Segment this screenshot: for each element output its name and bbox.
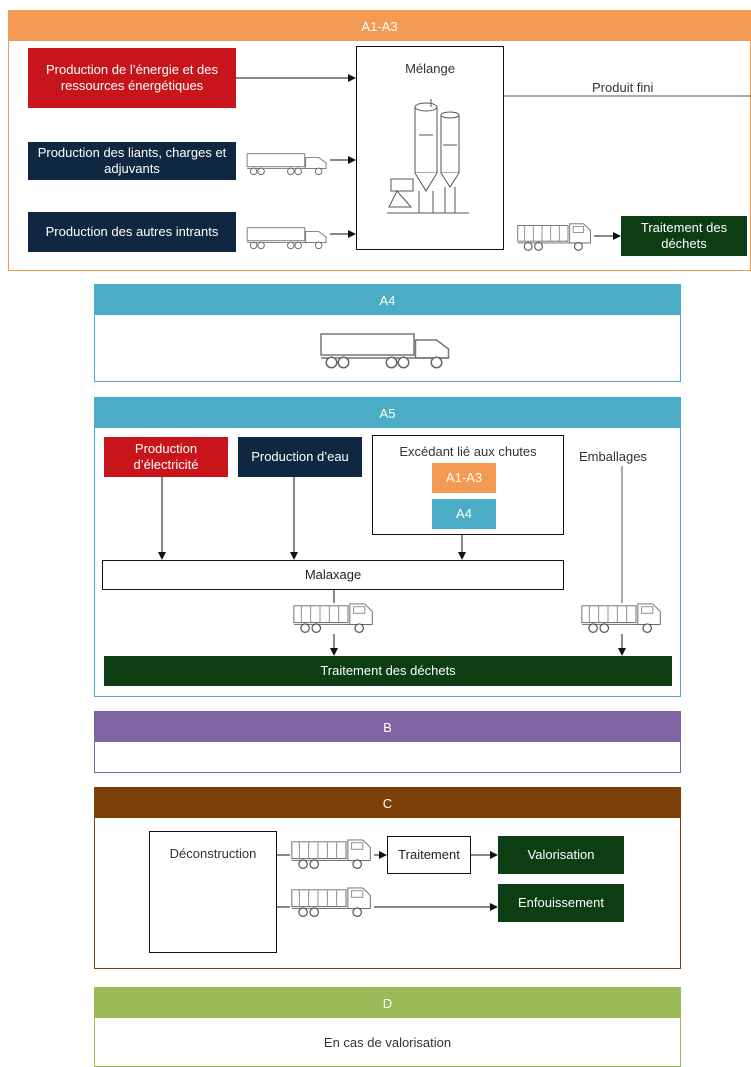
water-production-box: Production d’eau [238,437,362,477]
stage-a5: A5 [94,397,681,697]
surplus-label: Excédant lié aux chutes [399,444,537,459]
a1a3-waste-treatment-box: Traitement des déchets [621,216,747,256]
landfill-box: Enfouissement [498,884,624,922]
stage-a1a3-header: A1-A3 [9,11,750,41]
silo-plant-icon [387,99,469,214]
treatment-box: Traitement [387,836,471,874]
stage-b: B [94,711,681,773]
surplus-a1a3-box: A1-A3 [432,463,496,493]
stage-b-header: B [95,712,680,742]
surplus-a4-box: A4 [432,499,496,529]
stage-c-header: C [95,788,680,818]
mixing-box: Mélange [356,46,504,250]
stage-a1a3: A1-A3 [8,10,751,271]
energy-production-box: Production de l’énergie et des ressource… [28,48,236,108]
a5-waste-treatment-box: Traitement des déchets [104,656,672,686]
finished-product-label: Produit fini [592,80,654,95]
electricity-production-box: Production d’électricité [104,437,228,477]
mixing-a5-box: Malaxage [102,560,564,590]
stage-a4-header: A4 [95,285,680,315]
recovery-case-text: En cas de valorisation [323,1035,452,1050]
packaging-label: Emballages [579,449,647,464]
stage-c: C [94,787,681,969]
stage-a5-header: A5 [95,398,680,428]
binders-production-box: Production des liants, charges et adjuva… [28,142,236,180]
deconstruction-box: Déconstruction [149,831,277,953]
stage-d-header: D [95,988,680,1018]
deconstruction-label: Déconstruction [169,846,257,861]
other-inputs-production-box: Production des autres intrants [28,212,236,252]
mixing-label: Mélange [405,61,455,76]
recovery-box: Valorisation [498,836,624,874]
stage-a4: A4 [94,284,681,382]
